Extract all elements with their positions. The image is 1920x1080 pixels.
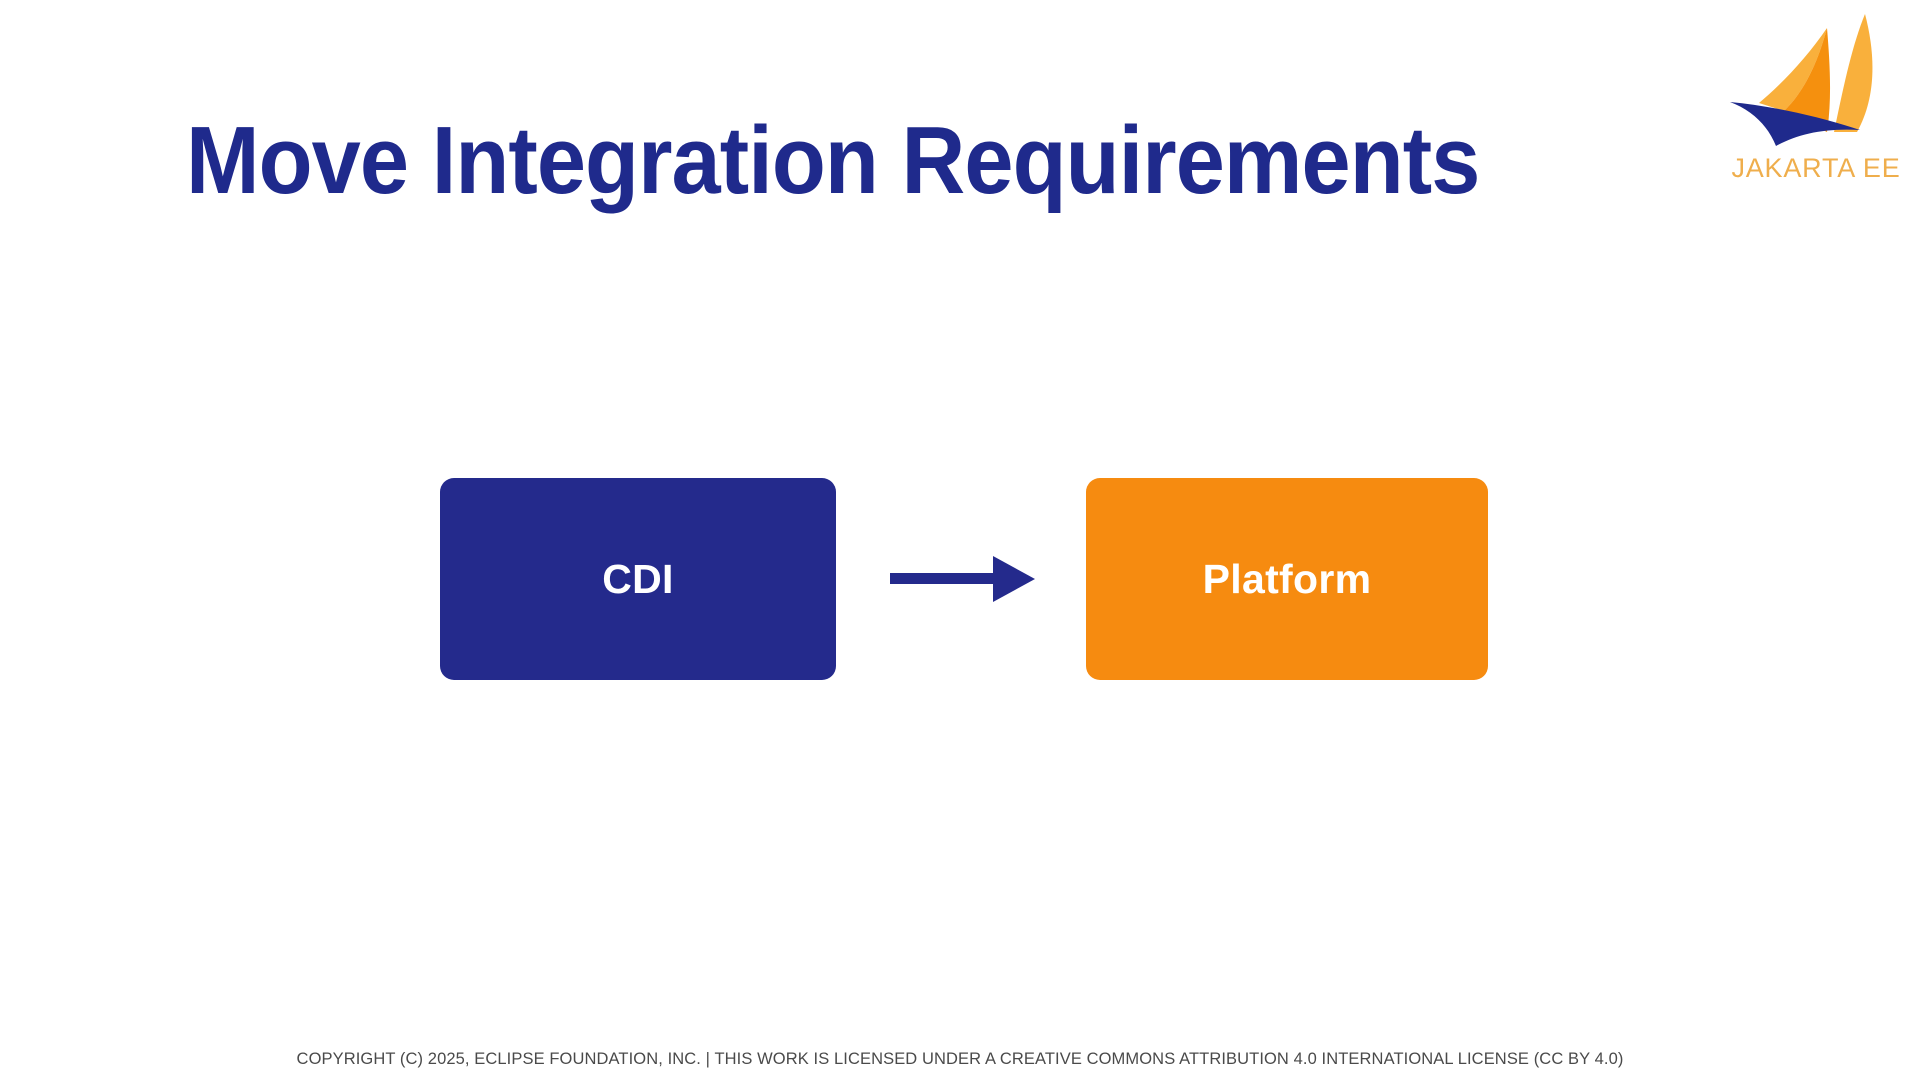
slide-title: Move Integration Requirements — [186, 107, 1480, 215]
arrow-right-icon — [890, 556, 1035, 602]
sailboat-icon — [1730, 14, 1873, 146]
diagram-node-platform-label: Platform — [1202, 555, 1372, 602]
diagram-node-platform[interactable]: Platform — [1086, 478, 1488, 680]
diagram-node-cdi-label: CDI — [602, 555, 674, 602]
jakarta-ee-logo: JAKARTA EE — [1718, 10, 1914, 190]
footer-copyright: COPYRIGHT (C) 2025, ECLIPSE FOUNDATION, … — [296, 1050, 1624, 1068]
jakarta-ee-wordmark: JAKARTA EE — [1731, 153, 1901, 183]
diagram-node-cdi[interactable]: CDI — [440, 478, 836, 680]
